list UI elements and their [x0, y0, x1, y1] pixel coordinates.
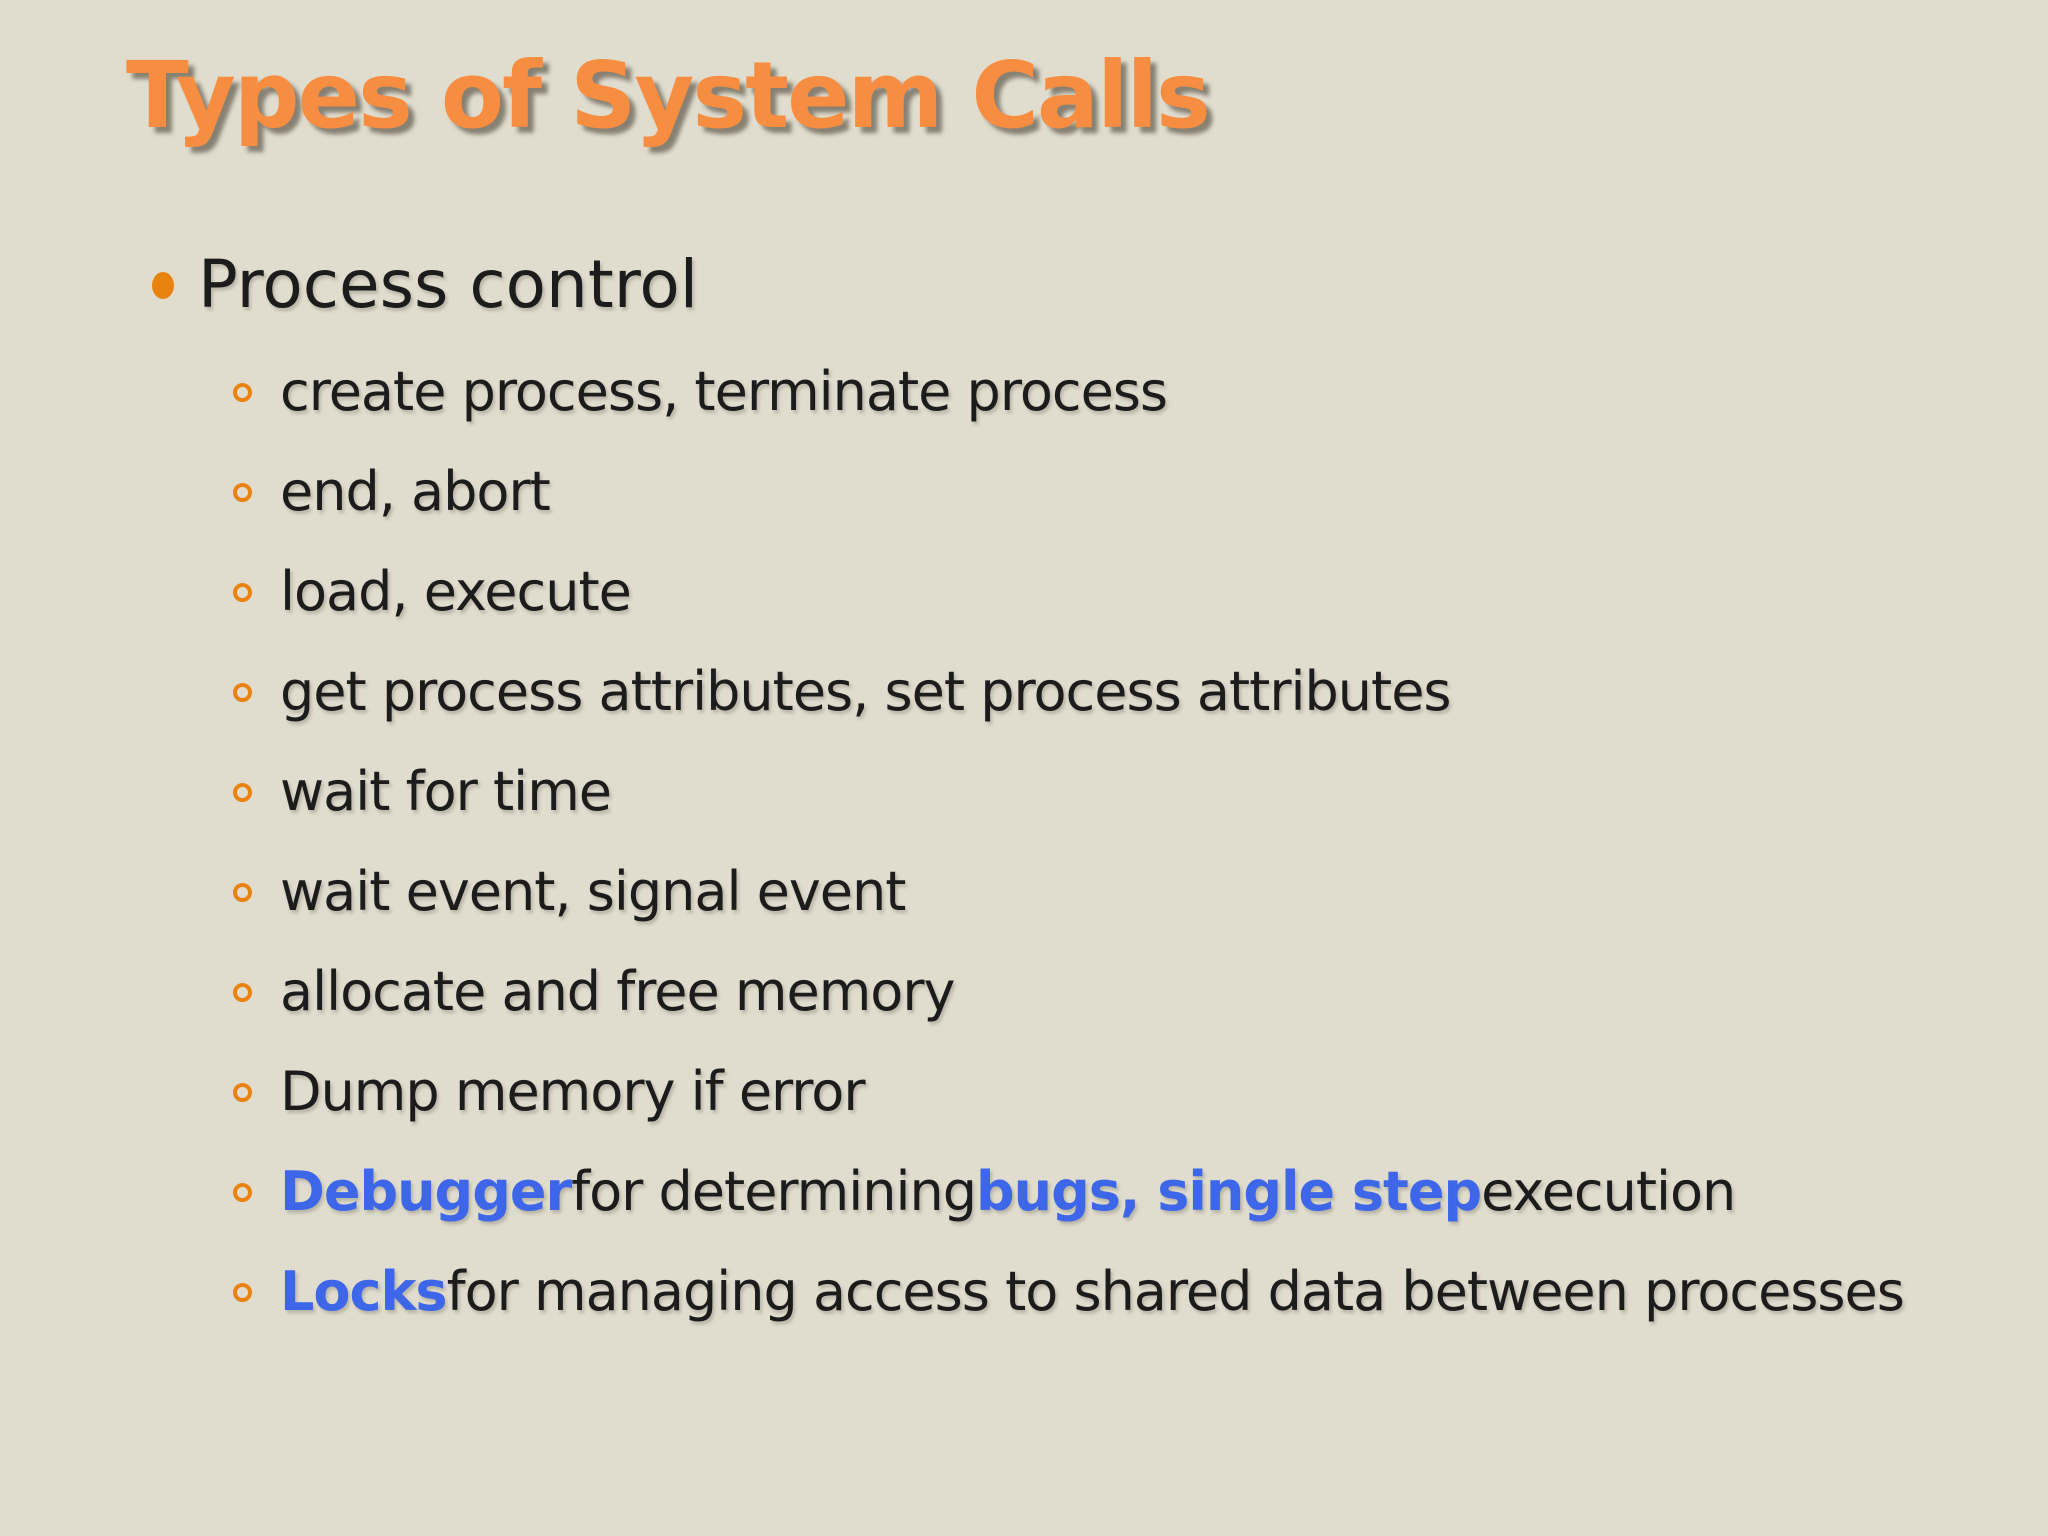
- sub-bullet-item: allocate and free memory: [233, 942, 1904, 1042]
- sub-bullet-item: Locks for managing access to shared data…: [233, 1242, 1905, 1342]
- bullet-ring-icon: [233, 1082, 252, 1102]
- main-bullet-label: Process control: [198, 246, 699, 323]
- bullet-ring-icon: [233, 682, 252, 702]
- bullet-ring-icon: [233, 982, 252, 1002]
- bullet-ring-icon: [233, 582, 252, 602]
- main-bullet-row: Process control: [152, 250, 698, 320]
- bullet-ring-icon: [233, 882, 252, 902]
- sub-bullet-text: execution: [1481, 1160, 1736, 1223]
- bullet-dot-icon: [152, 271, 174, 299]
- sub-bullet-item: get process attributes, set process attr…: [233, 642, 1904, 742]
- sub-bullet-text-accent: Locks: [280, 1260, 448, 1323]
- sub-bullet-text: for managing access to shared data betwe…: [446, 1260, 1905, 1323]
- sub-bullet-item: wait event, signal event: [233, 842, 1904, 942]
- sub-bullet-text: wait for time: [280, 760, 612, 823]
- sub-bullet-text: Dump memory if error: [280, 1060, 866, 1123]
- bullet-ring-icon: [233, 382, 252, 402]
- sub-bullet-text-accent: bugs, single step: [976, 1160, 1482, 1223]
- slide-title: Types of System Calls: [126, 42, 1211, 149]
- sub-bullet-text: end, abort: [280, 460, 551, 523]
- sub-bullet-text: create process, terminate process: [280, 360, 1168, 423]
- bullet-ring-icon: [233, 1182, 252, 1202]
- bullet-ring-icon: [233, 782, 252, 802]
- sub-bullet-text: wait event, signal event: [280, 860, 906, 923]
- sub-bullet-item: Debugger for determining bugs, single st…: [233, 1142, 1904, 1242]
- sub-bullet-item: end, abort: [233, 442, 1904, 542]
- sub-bullet-item: load, execute: [233, 542, 1904, 642]
- sub-bullet-text: get process attributes, set process attr…: [280, 660, 1452, 723]
- bullet-ring-icon: [233, 1282, 252, 1302]
- bullet-ring-icon: [233, 482, 252, 502]
- sub-bullet-item: Dump memory if error: [233, 1042, 1904, 1142]
- sub-bullet-text: allocate and free memory: [280, 960, 955, 1023]
- sub-bullet-item: create process, terminate process: [233, 342, 1904, 442]
- sub-bullet-text: load, execute: [280, 560, 632, 623]
- sub-bullet-text-accent: Debugger: [280, 1160, 572, 1223]
- sub-bullet-text: for determining: [571, 1160, 977, 1223]
- sub-bullet-list: create process, terminate process end, ab…: [233, 342, 1905, 1342]
- sub-bullet-item: wait for time: [233, 742, 1904, 842]
